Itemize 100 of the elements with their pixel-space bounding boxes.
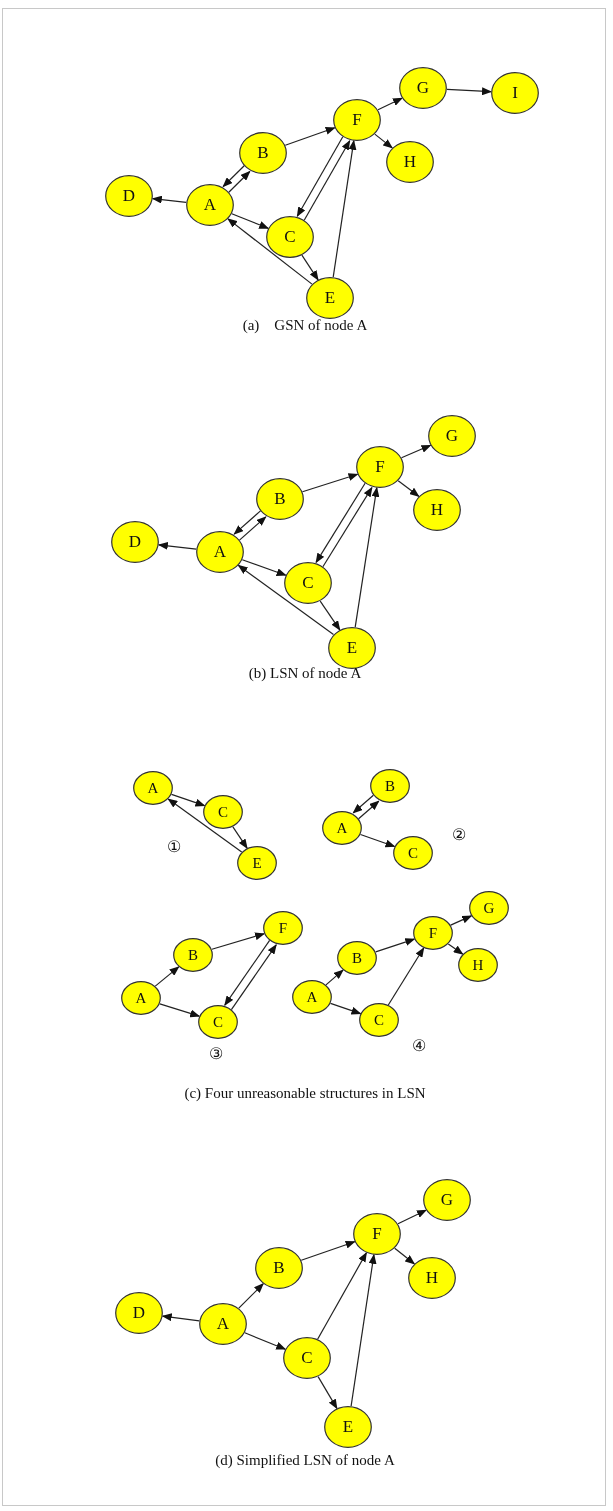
node-label: G bbox=[444, 427, 460, 445]
node-circle bbox=[337, 941, 377, 975]
arrow bbox=[329, 1002, 362, 1015]
arrow bbox=[161, 1313, 200, 1322]
node-label: F bbox=[277, 919, 289, 937]
arrow bbox=[241, 559, 287, 576]
node-circle bbox=[186, 184, 234, 226]
arrow bbox=[237, 564, 335, 636]
arrow bbox=[352, 794, 374, 814]
arrow bbox=[317, 1251, 367, 1340]
panel-caption: (c) Four unreasonable structures in LSN bbox=[184, 1084, 426, 1102]
node-circle bbox=[306, 277, 354, 319]
node-circle bbox=[393, 836, 433, 870]
node-circle bbox=[199, 1303, 247, 1345]
node-label: D bbox=[121, 187, 137, 205]
node-label: A bbox=[202, 196, 218, 214]
node-circle bbox=[196, 531, 244, 573]
node-label: E bbox=[341, 1418, 355, 1436]
arrow bbox=[154, 966, 180, 987]
node-circle bbox=[115, 1292, 163, 1334]
node-circle bbox=[353, 1213, 401, 1255]
arrow bbox=[230, 944, 277, 1011]
node-circle bbox=[356, 446, 404, 488]
node-label: E bbox=[323, 289, 337, 307]
node-label: H bbox=[424, 1269, 440, 1287]
panel-caption: (b) LSN of node A bbox=[248, 664, 362, 682]
arrow bbox=[238, 516, 267, 541]
arrow bbox=[284, 127, 336, 146]
arrow bbox=[233, 510, 262, 535]
arrow bbox=[303, 139, 351, 221]
node-label: I bbox=[511, 84, 519, 102]
arrow bbox=[301, 473, 359, 493]
arrow bbox=[397, 480, 420, 497]
node-circle bbox=[333, 99, 381, 141]
node-label: E bbox=[345, 639, 359, 657]
arrow bbox=[446, 87, 492, 96]
node-label: B bbox=[187, 946, 199, 964]
arrow bbox=[300, 1240, 356, 1261]
arrow bbox=[394, 1247, 416, 1265]
structure-number: ④ bbox=[412, 1035, 426, 1055]
arrow bbox=[227, 218, 313, 285]
node-circle bbox=[370, 769, 410, 803]
arrow bbox=[319, 600, 341, 631]
arrow bbox=[447, 943, 464, 955]
node-label: F bbox=[427, 924, 439, 942]
node-label: G bbox=[415, 79, 431, 97]
arrow bbox=[151, 195, 187, 204]
node-label: A bbox=[134, 989, 148, 1007]
node-circle bbox=[324, 1406, 372, 1448]
node-circle bbox=[256, 478, 304, 520]
arrow bbox=[315, 482, 366, 564]
node-label: B bbox=[351, 949, 363, 967]
arrow bbox=[244, 1332, 287, 1350]
node-circle bbox=[266, 216, 314, 258]
node-circle bbox=[408, 1257, 456, 1299]
node-circle bbox=[359, 1003, 399, 1037]
structure-number: ③ bbox=[209, 1043, 223, 1063]
arrow bbox=[325, 969, 344, 986]
node-label: F bbox=[351, 111, 363, 129]
arrow bbox=[332, 139, 357, 278]
arrow bbox=[450, 915, 473, 926]
arrow bbox=[232, 826, 248, 850]
arrow bbox=[231, 213, 270, 229]
arrow bbox=[296, 136, 344, 218]
node-circle bbox=[133, 771, 173, 805]
node-label: C bbox=[217, 803, 229, 821]
node-circle bbox=[284, 562, 332, 604]
arrow bbox=[167, 798, 243, 853]
structure-number: ① bbox=[167, 836, 181, 856]
structure-number: ② bbox=[452, 824, 466, 844]
node-label: A bbox=[146, 779, 160, 797]
node-circle bbox=[283, 1337, 331, 1379]
arrow bbox=[157, 541, 197, 550]
arrow bbox=[400, 444, 432, 459]
node-label: C bbox=[212, 1013, 224, 1031]
arrow bbox=[228, 170, 251, 193]
node-label: H bbox=[429, 501, 445, 519]
node-circle bbox=[413, 489, 461, 531]
arrow bbox=[170, 793, 206, 807]
node-label: C bbox=[300, 1349, 314, 1367]
node-circle bbox=[328, 627, 376, 669]
node-label: F bbox=[374, 458, 386, 476]
node-label: A bbox=[305, 988, 319, 1006]
node-label: F bbox=[371, 1225, 383, 1243]
node-label: H bbox=[402, 153, 418, 171]
node-circle bbox=[423, 1179, 471, 1221]
arrow bbox=[322, 486, 373, 568]
arrow bbox=[377, 97, 403, 111]
node-label: E bbox=[251, 854, 263, 872]
node-label: C bbox=[283, 228, 297, 246]
node-circle bbox=[386, 141, 434, 183]
node-label: G bbox=[482, 899, 496, 917]
node-circle bbox=[173, 938, 213, 972]
node-label: B bbox=[384, 777, 396, 795]
node-label: C bbox=[373, 1011, 385, 1029]
node-label: C bbox=[301, 574, 315, 592]
arrow bbox=[375, 938, 416, 953]
node-circle bbox=[292, 980, 332, 1014]
node-circle bbox=[198, 1005, 238, 1039]
node-circle bbox=[399, 67, 447, 109]
